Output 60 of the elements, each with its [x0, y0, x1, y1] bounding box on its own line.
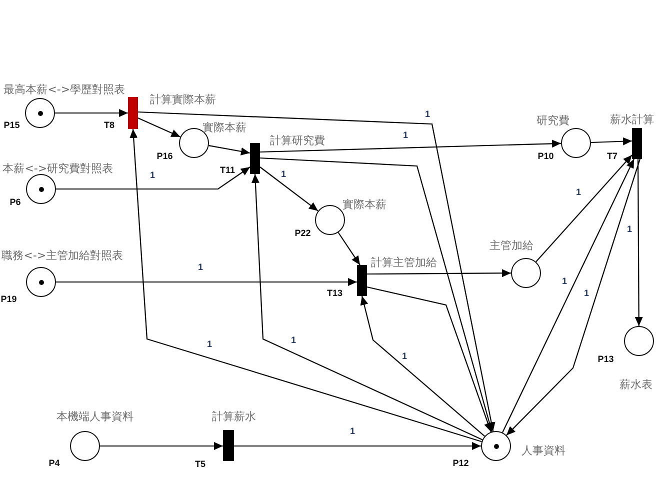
transition-id: T11	[220, 166, 236, 175]
arc-arrow	[536, 154, 632, 262]
edge-label: 1	[561, 277, 568, 286]
arc-arrow	[634, 159, 643, 326]
transition-label: 計算研究費	[270, 135, 325, 147]
place-id: P13	[598, 354, 614, 364]
arc-arrow	[234, 442, 481, 450]
transition-label: 計算薪水	[212, 411, 256, 423]
edge-label: 1	[149, 171, 156, 180]
place-label: 本薪<->研究費對照表	[2, 162, 114, 175]
place-id: P15	[4, 120, 20, 130]
place-label: 職務<->主管加給對照表	[2, 250, 124, 262]
edge-label: 1	[290, 336, 298, 345]
place-id: P4	[48, 458, 60, 468]
edge-label: 1	[424, 110, 432, 119]
arc-arrow	[138, 118, 181, 138]
place-id: P12	[452, 458, 469, 468]
transition-id: T8	[104, 121, 115, 130]
arc-arrow	[260, 157, 494, 432]
place-label: 主管加給	[490, 240, 534, 252]
edge-label: 1	[401, 352, 408, 361]
place-label: 最高本薪<->學歷對照表	[4, 84, 126, 96]
place-label: 實際本薪	[342, 198, 387, 211]
transition-label: 計算主管加給	[371, 257, 437, 269]
arc-arrow	[251, 174, 483, 440]
transition-id: T5	[195, 460, 206, 469]
arc-arrow	[590, 137, 632, 146]
edge-label: 1	[349, 427, 356, 436]
transition-id: T7	[607, 152, 618, 161]
place-label: 研究費	[536, 114, 570, 127]
place-label: 薪水表	[620, 378, 653, 391]
arc-arrow	[208, 145, 250, 156]
arc-arrow	[366, 286, 492, 432]
edge-label: 1	[626, 225, 634, 234]
edge-label: 1	[575, 188, 582, 197]
arc-arrow	[56, 166, 250, 190]
place-id: P19	[0, 294, 17, 304]
edge-label: 1	[402, 131, 410, 140]
arc-arrow	[360, 296, 485, 437]
place-id: P6	[10, 198, 21, 207]
place-id: P22	[294, 228, 311, 238]
transition-label: 薪水計算	[610, 114, 654, 126]
place-label: 實際本薪	[202, 122, 247, 134]
place-id: P16	[156, 152, 173, 161]
place-label: 本機端人事資料	[56, 410, 134, 423]
arc-arrow	[260, 140, 562, 153]
transition-id: T13	[327, 289, 343, 298]
place-id: P10	[538, 152, 554, 161]
arc-arrow	[55, 109, 128, 117]
edge-label: 1	[206, 340, 214, 349]
arc-arrow	[100, 442, 223, 450]
transition-label: 計算實際本薪	[150, 94, 216, 106]
edge-label: 1	[280, 170, 288, 179]
edge-label: 1	[583, 289, 590, 298]
place-label: 人事資料	[522, 444, 566, 457]
arc-arrow	[338, 232, 360, 266]
arc-arrow	[367, 269, 511, 278]
arc-arrow	[56, 278, 357, 286]
arc-arrow	[260, 166, 318, 212]
edge-label: 1	[197, 263, 204, 272]
